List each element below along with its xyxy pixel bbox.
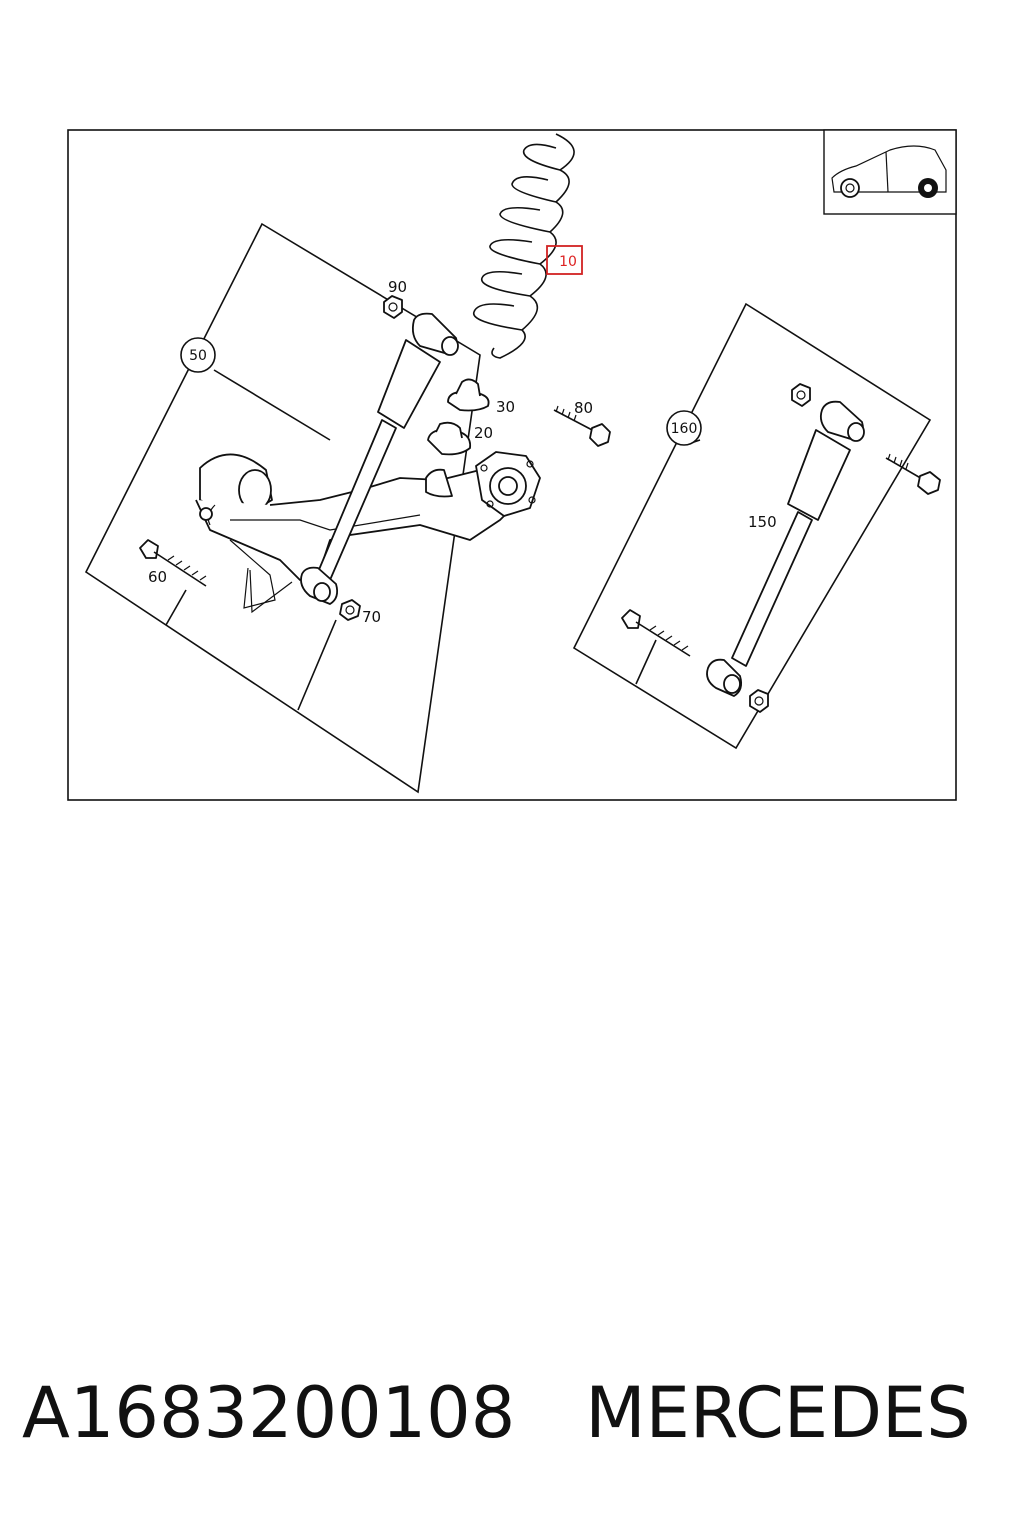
callout-20-label[interactable]: 20 [474, 424, 493, 442]
right-upper-nut-part [791, 383, 811, 407]
brand-name: MERCEDES [585, 1372, 971, 1454]
callout-160-label[interactable]: 160 [671, 421, 698, 437]
group-160-bracket [572, 302, 932, 750]
diagram-frame [67, 129, 957, 801]
callout-150-label[interactable]: 150 [748, 513, 777, 531]
part-number: A1683200108 [22, 1372, 516, 1454]
callout-70-label[interactable]: 70 [362, 608, 381, 626]
group-50-bracket [84, 222, 481, 794]
car-silhouette-icon [831, 145, 947, 193]
callout-10-highlight-box[interactable] [546, 245, 583, 275]
spring-pad-20-part [425, 421, 472, 498]
vehicle-thumbnail [823, 129, 957, 215]
rear-axle-assembly [195, 453, 521, 614]
coil-spring-part [473, 133, 575, 359]
callout-50-label[interactable]: 50 [189, 348, 207, 364]
callout-80-label[interactable]: 80 [574, 399, 593, 417]
shock-absorber-50-part [300, 312, 459, 605]
spring-pad-30-part [447, 378, 490, 412]
bolt-80-part [553, 405, 611, 447]
nut-90-part [383, 295, 403, 319]
callout-60-label[interactable]: 60 [148, 568, 167, 586]
right-upper-bolt-part [885, 453, 941, 495]
callout-160-circle[interactable] [666, 410, 702, 446]
caption: A1683200108 MERCEDES [22, 1372, 1012, 1454]
right-lower-nut-part [749, 689, 769, 713]
callout-10-label[interactable]: 10 [559, 254, 577, 270]
callout-30-label[interactable]: 30 [496, 398, 515, 416]
wheel-hub-flange [475, 451, 541, 517]
nut-70-part [339, 599, 361, 621]
shock-absorber-150-part [706, 400, 865, 697]
callout-50-circle[interactable] [180, 337, 216, 373]
callout-90-label[interactable]: 90 [388, 278, 407, 296]
bolt-60-part [139, 539, 207, 587]
right-lower-bolt-part [621, 609, 691, 657]
